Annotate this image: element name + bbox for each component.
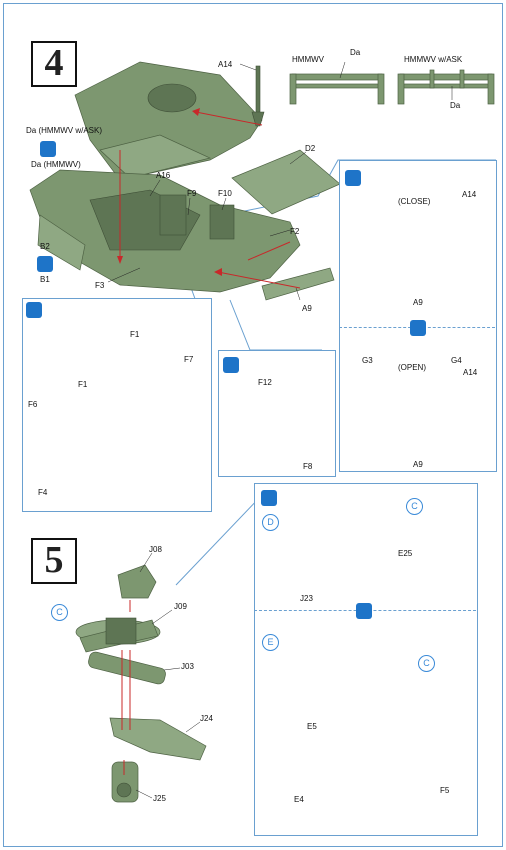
label-d2: D2 xyxy=(305,144,316,153)
launcher-panel xyxy=(22,298,212,512)
step-4-number: 4 xyxy=(31,41,77,87)
part-a14-top xyxy=(255,65,261,115)
label-close: (CLOSE) xyxy=(398,197,431,206)
circle-c-panel-d: C xyxy=(406,498,423,515)
page-border xyxy=(3,3,503,847)
label-close-a14: A14 xyxy=(462,190,477,199)
circle-c-step5: C xyxy=(51,604,68,621)
label-f4: F4 xyxy=(38,488,48,497)
label-da-hmmwv: Da (HMMWV) xyxy=(31,160,81,169)
label-da-ask: Da (HMMWV w/ASK) xyxy=(26,126,102,135)
part-a9-strip xyxy=(261,267,335,301)
label-e4: E4 xyxy=(294,795,304,804)
option-icon-d-e xyxy=(356,603,372,619)
label-j25: J25 xyxy=(153,794,166,803)
label-j24: J24 xyxy=(200,714,213,723)
label-open-a14: A14 xyxy=(463,368,478,377)
glue-icon-panel-d xyxy=(261,490,277,506)
circle-d: D xyxy=(262,514,279,531)
label-f9: F9 xyxy=(187,189,197,198)
option-icon-1 xyxy=(40,141,56,157)
label-e5: E5 xyxy=(307,722,317,731)
label-f1-upper: F1 xyxy=(130,330,140,339)
label-f8: F8 xyxy=(303,462,313,471)
roof-hatch xyxy=(147,83,197,113)
label-j09: J09 xyxy=(174,602,187,611)
glue-icon-launcher xyxy=(26,302,42,318)
label-j03: J03 xyxy=(181,662,194,671)
label-open: (OPEN) xyxy=(398,363,426,372)
label-f5: F5 xyxy=(440,786,450,795)
rack-hmmwv xyxy=(289,61,385,105)
label-open-a9: A9 xyxy=(413,460,423,469)
rack-right-part: Da xyxy=(450,101,461,110)
label-e25: E25 xyxy=(398,549,413,558)
label-f7: F7 xyxy=(184,355,194,364)
label-f3: F3 xyxy=(95,281,105,290)
label-f10: F10 xyxy=(218,189,232,198)
step-5-turret xyxy=(75,552,207,803)
label-open-g4: G4 xyxy=(451,356,462,365)
label-b1: B1 xyxy=(40,275,50,284)
label-a14-top: A14 xyxy=(218,60,233,69)
glue-icon-f12 xyxy=(223,357,239,373)
rack-left-part: Da xyxy=(350,48,361,57)
label-a16: A16 xyxy=(156,171,171,180)
close-open-panel xyxy=(339,160,497,472)
option-icon-2 xyxy=(37,256,53,272)
label-f6: F6 xyxy=(28,400,38,409)
rack-hmmwv-ask xyxy=(397,69,495,105)
glue-icon-close xyxy=(345,170,361,186)
label-close-a9: A9 xyxy=(413,298,423,307)
option-icon-open-close xyxy=(410,320,426,336)
label-a9: A9 xyxy=(302,304,312,313)
part-d2 xyxy=(231,149,341,215)
label-f1-lower: F1 xyxy=(78,380,88,389)
circle-e: E xyxy=(262,634,279,651)
label-open-g3: G3 xyxy=(362,356,373,365)
rack-right-title: HMMWV w/ASK xyxy=(404,55,463,64)
panel-d-e xyxy=(254,483,478,836)
label-j23: J23 xyxy=(300,594,313,603)
rack-left-title: HMMWV xyxy=(292,55,324,64)
step-5-number: 5 xyxy=(31,538,77,584)
circle-c-panel-e: C xyxy=(418,655,435,672)
label-b2: B2 xyxy=(40,242,50,251)
label-f2: F2 xyxy=(290,227,300,236)
label-f12: F12 xyxy=(258,378,272,387)
label-j08: J08 xyxy=(149,545,162,554)
